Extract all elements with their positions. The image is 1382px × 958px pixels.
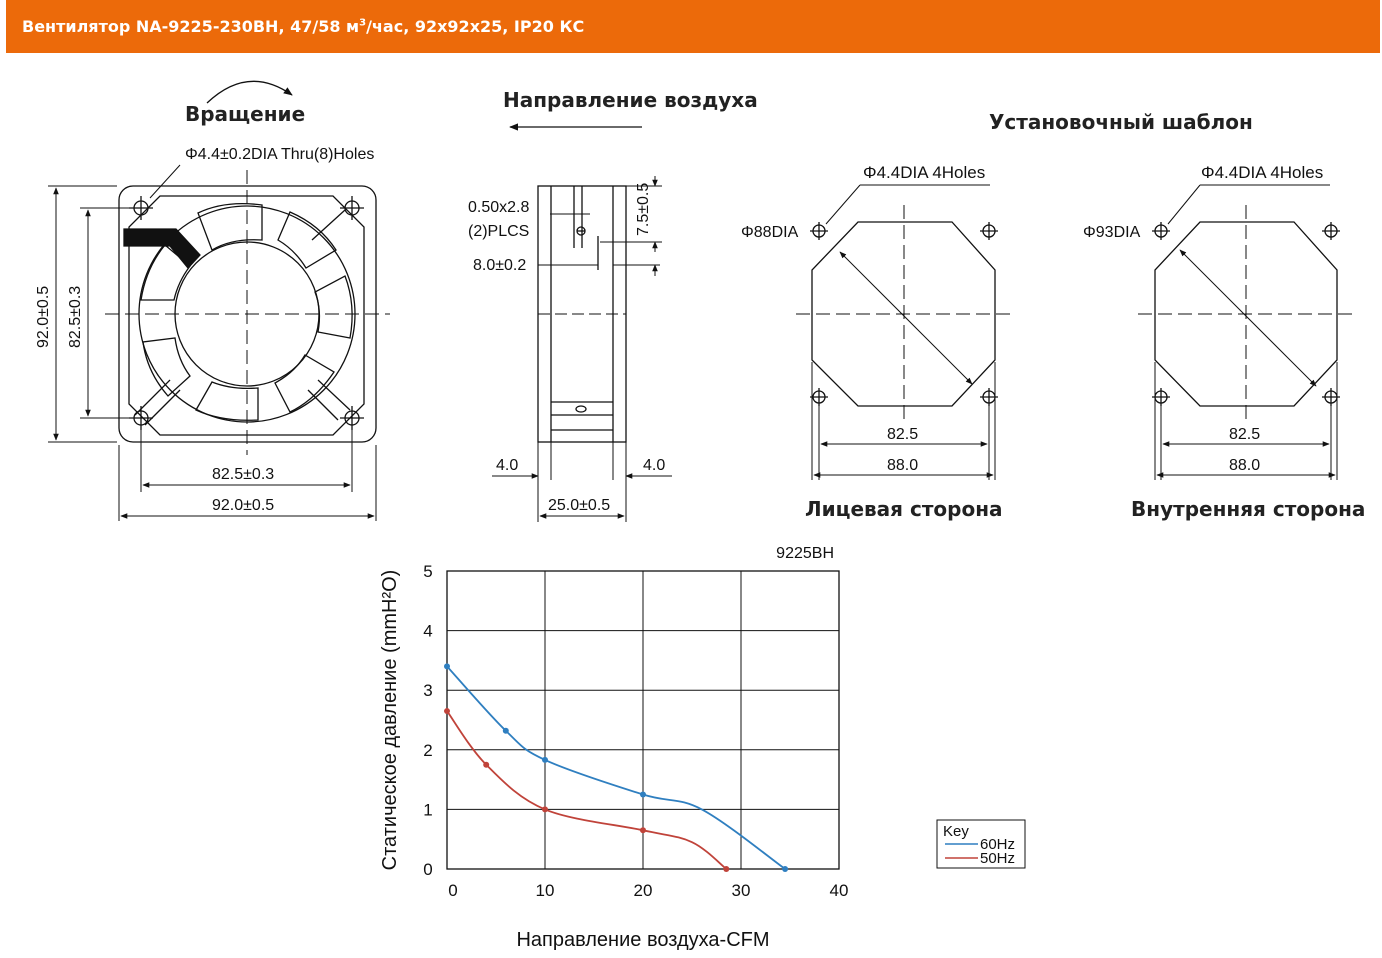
series-point-50hz <box>542 806 548 813</box>
series-point-60hz <box>542 756 548 763</box>
template-inner-dim-outer: 88.0 <box>1229 457 1260 474</box>
y-tick-label: 3 <box>423 681 432 700</box>
template-front-holes-note: Φ4.4DIA 4Holes <box>863 163 985 182</box>
template-front-holes <box>810 222 998 406</box>
template-front-caption: Лицевая сторона <box>805 497 1003 521</box>
template-inner-caption: Внутренняя сторона <box>1131 497 1365 521</box>
fan-blade <box>142 337 191 397</box>
x-tick-label: 20 <box>634 881 653 900</box>
dim-right: 4.0 <box>643 457 665 474</box>
chart-ylabel: Статическое давление (mmH²O) <box>379 570 401 871</box>
header-title-part1: Вентилятор NA-9225-230BH, 47/58 м <box>22 17 360 36</box>
x-tick-label: 30 <box>732 881 751 900</box>
x-tick-label: 10 <box>536 881 555 900</box>
legend-label-50hz: 50Hz <box>980 850 1015 867</box>
y-tick-label: 0 <box>423 860 432 879</box>
fan-spoke <box>317 379 351 411</box>
fan-spoke <box>307 389 339 421</box>
side-view <box>492 123 672 522</box>
series-point-50hz <box>723 866 730 872</box>
slot-dim: 0.50x2.8 <box>468 199 529 216</box>
holes-note: Φ4.4±0.2DIA Thru(8)Holes <box>185 146 374 163</box>
vertical-dimensions <box>48 185 133 443</box>
pq-chart: 0 10 20 30 40 0 1 2 3 4 5 9225BH Направление возду… <box>379 545 1026 951</box>
template-title: Установочный шаблон <box>989 110 1253 134</box>
chart-xlabel: Направление воздуха-CFM <box>516 929 769 951</box>
fan-blade <box>274 354 335 413</box>
template-front <box>796 184 1012 480</box>
dim-inner-horizontal: 82.5±0.3 <box>212 466 274 483</box>
fan-spoke <box>134 379 171 416</box>
dim-left: 4.0 <box>496 457 518 474</box>
template-front-dim-outer: 88.0 <box>887 457 918 474</box>
chart-ticks: 0 10 20 30 40 0 1 2 3 4 5 <box>423 562 848 900</box>
dim-inner-vertical: 82.5±0.3 <box>67 286 84 348</box>
series-point-60hz <box>640 791 646 798</box>
header-title-part2: /час, 92x92x25, IP20 КС <box>366 17 585 36</box>
fan-spoke <box>144 389 181 426</box>
template-inner-outline <box>1154 221 1338 407</box>
x-tick-label: 0 <box>448 881 457 900</box>
dim-top: 7.5±0.5 <box>635 183 652 236</box>
series-line-50hz <box>446 710 727 870</box>
chart-series <box>444 663 789 872</box>
horizontal-dimensions <box>118 426 377 521</box>
y-tick-label: 5 <box>423 562 432 581</box>
fan-blade <box>197 203 263 251</box>
template-front-outline <box>811 221 996 407</box>
hole-leader <box>149 164 181 199</box>
page-header: Вентилятор NA-9225-230BH, 47/58 м3/час, … <box>6 0 1380 53</box>
front-view <box>48 80 390 521</box>
series-point-60hz <box>502 727 509 734</box>
template-front-dia: Φ88DIA <box>741 224 799 241</box>
template-inner <box>1138 184 1354 480</box>
legend-label-60hz: 60Hz <box>980 836 1015 853</box>
x-tick-label: 40 <box>830 881 849 900</box>
template-inner-holes-note: Φ4.4DIA 4Holes <box>1201 163 1323 182</box>
fan-blade <box>195 381 259 421</box>
chart-legend: Key 60Hz 50Hz <box>936 819 1026 869</box>
rotation-label: Вращение <box>185 102 305 126</box>
fan-blade <box>277 211 337 269</box>
series-line-60hz <box>446 665 786 870</box>
fan-spoke <box>311 209 346 241</box>
template-inner-dim-inner: 82.5 <box>1229 426 1260 443</box>
dim-hole: 8.0±0.2 <box>473 257 526 274</box>
dim-outer-vertical: 92.0±0.5 <box>35 286 52 348</box>
fan-inner-frame <box>128 195 365 436</box>
y-tick-label: 1 <box>423 800 432 819</box>
series-point-50hz <box>640 827 646 834</box>
airflow-label: Направление воздуха <box>503 88 758 112</box>
dim-outer-horizontal: 92.0±0.5 <box>212 497 274 514</box>
dim-depth: 25.0±0.5 <box>548 497 610 514</box>
template-front-dim-inner: 82.5 <box>887 426 918 443</box>
series-point-50hz <box>483 761 490 768</box>
rotation-arrow-icon <box>206 80 293 104</box>
chart-title: 9225BH <box>776 545 834 562</box>
y-tick-label: 4 <box>423 622 432 641</box>
slot-qty: (2)PLCS <box>468 223 529 240</box>
chart-grid <box>447 571 839 869</box>
fan-cable <box>123 228 201 269</box>
y-tick-label: 2 <box>423 741 432 760</box>
fan-blade <box>314 275 353 339</box>
legend-title: Key <box>943 823 969 840</box>
series-point-50hz <box>444 708 450 715</box>
series-point-60hz <box>444 663 450 670</box>
series-point-60hz <box>782 866 789 872</box>
header-title-sup: 3 <box>359 17 367 29</box>
template-inner-dia: Φ93DIA <box>1083 224 1141 241</box>
